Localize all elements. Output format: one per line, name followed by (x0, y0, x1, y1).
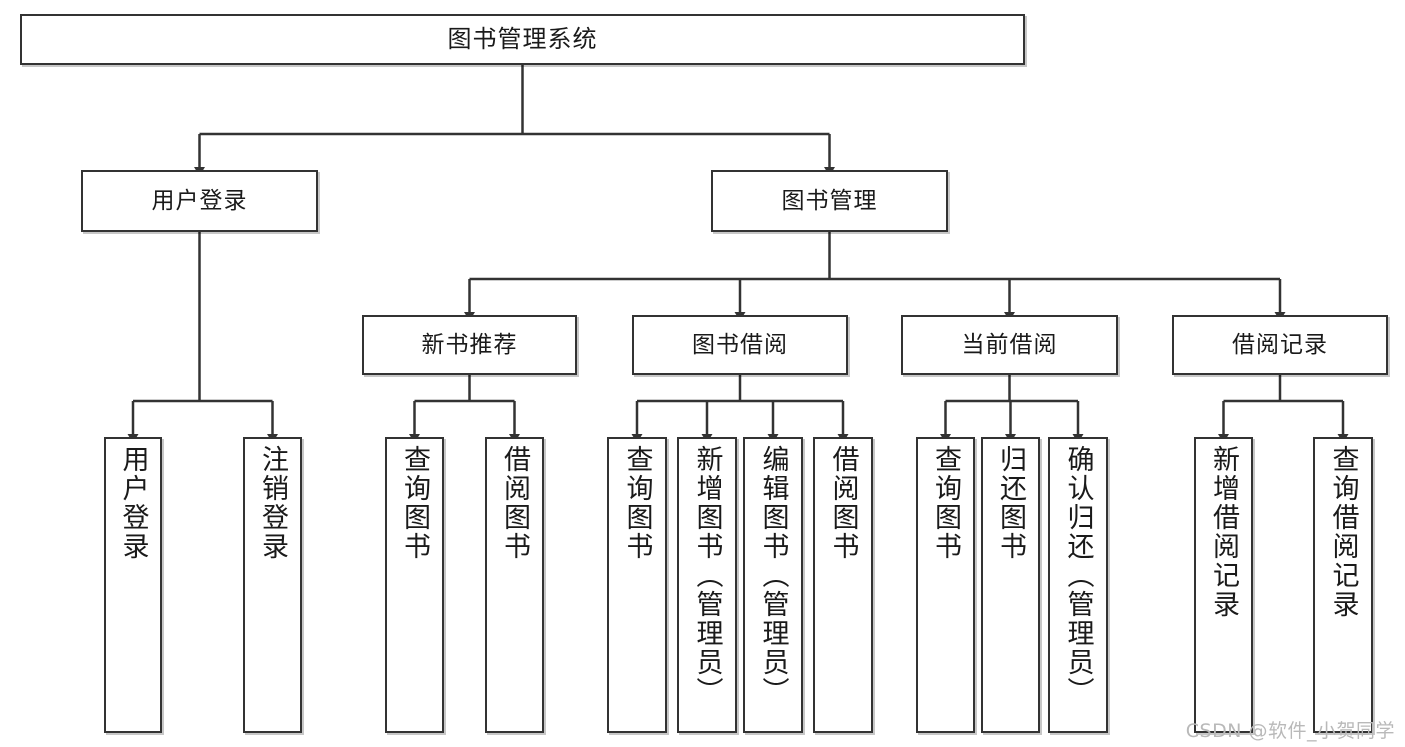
node-l-b-new[interactable]: 借阅图书 (485, 437, 544, 733)
node-label: 图书管理系统 (447, 24, 598, 53)
node-newbook[interactable]: 新书推荐 (362, 315, 577, 375)
node-l-q-cur[interactable]: 查询图书 (916, 437, 975, 733)
node-l-logout[interactable]: 注销登录 (243, 437, 302, 733)
node-label: 新书推荐 (421, 331, 518, 358)
node-l-q-rec[interactable]: 查询借阅记录 (1313, 437, 1373, 733)
node-label: 借阅图书 (499, 445, 530, 561)
node-label: 查询借阅记录 (1327, 445, 1359, 619)
node-label: 查询图书 (930, 445, 961, 561)
node-label: 确认归还（管理员） (1062, 445, 1094, 706)
node-label: 归还图书 (995, 445, 1026, 561)
node-l-q-new[interactable]: 查询图书 (385, 437, 444, 733)
node-label: 编辑图书（管理员） (757, 445, 789, 706)
node-l-q-bor[interactable]: 查询图书 (607, 437, 667, 733)
node-l-login[interactable]: 用户登录 (104, 437, 162, 733)
node-current[interactable]: 当前借阅 (901, 315, 1118, 375)
node-l-borrow-bk[interactable]: 借阅图书 (813, 437, 873, 733)
node-label: 图书借阅 (692, 331, 788, 358)
node-l-return[interactable]: 归还图书 (981, 437, 1040, 733)
node-bookmgmt[interactable]: 图书管理 (711, 170, 948, 232)
node-label: 查询图书 (621, 445, 653, 561)
node-label: 注销登录 (257, 445, 288, 561)
node-login[interactable]: 用户登录 (81, 170, 318, 232)
node-l-conf-ret[interactable]: 确认归还（管理员） (1048, 437, 1108, 733)
node-label: 新增借阅记录 (1208, 445, 1239, 619)
node-l-add-bk[interactable]: 新增图书（管理员） (677, 437, 737, 733)
node-l-edit-bk[interactable]: 编辑图书（管理员） (743, 437, 803, 733)
node-label: 查询图书 (399, 445, 430, 561)
node-label: 当前借阅 (961, 331, 1058, 358)
node-borrow[interactable]: 图书借阅 (632, 315, 848, 375)
node-label: 用户登录 (151, 187, 248, 214)
node-root[interactable]: 图书管理系统 (20, 14, 1025, 65)
node-label: 用户登录 (117, 445, 149, 561)
node-label: 借阅图书 (827, 445, 859, 561)
node-records[interactable]: 借阅记录 (1172, 315, 1388, 375)
csdn-watermark: CSDN @软件_小贺同学 (1185, 720, 1395, 742)
node-label: 新增图书（管理员） (691, 445, 723, 706)
node-label: 图书管理 (781, 187, 878, 214)
node-label: 借阅记录 (1232, 331, 1328, 358)
node-l-add-rec[interactable]: 新增借阅记录 (1194, 437, 1253, 733)
